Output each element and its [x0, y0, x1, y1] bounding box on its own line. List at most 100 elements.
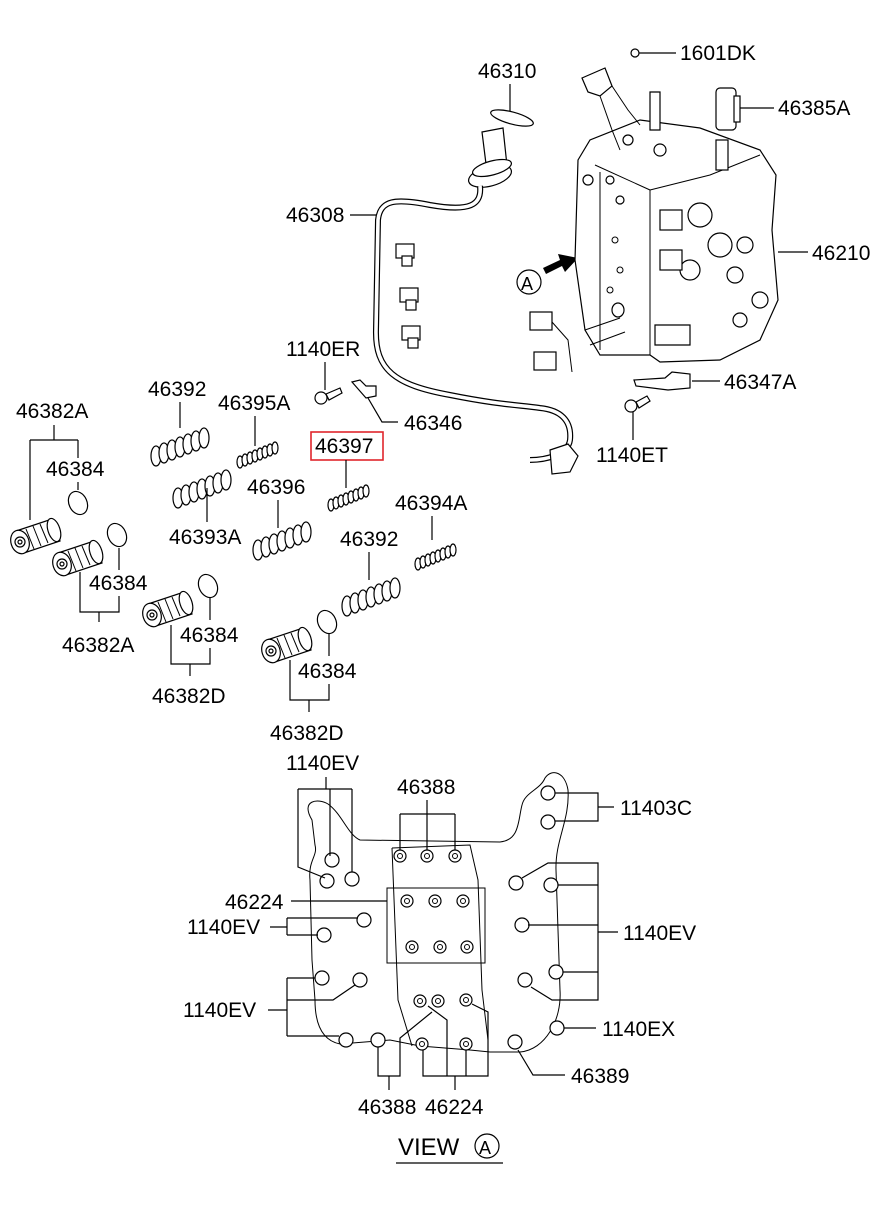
- label-46393A: 46393A: [169, 526, 241, 549]
- spring-icon: [341, 577, 401, 617]
- part-46393A[interactable]: 46393A: [169, 469, 241, 549]
- label-46382D: 46382D: [152, 685, 226, 708]
- part-46397-highlighted[interactable]: 46397: [310, 431, 384, 512]
- svg-text:A: A: [521, 274, 533, 294]
- arrow-icon: [543, 254, 578, 274]
- part-1140ER[interactable]: 1140ER: [286, 338, 360, 405]
- washer-icon: [67, 490, 89, 516]
- o-ring-icon: [490, 109, 534, 127]
- callout-46388-top[interactable]: 46388: [397, 776, 456, 850]
- label-46384: 46384: [46, 458, 105, 481]
- callout-1140EV-left1[interactable]: 1140EV: [187, 916, 358, 939]
- callout-1140EX[interactable]: 1140EX: [564, 1018, 675, 1041]
- label-46308: 46308: [286, 204, 344, 227]
- view-a-marker[interactable]: A: [516, 254, 578, 295]
- washer-icon: [316, 609, 338, 635]
- svg-text:A: A: [479, 1138, 491, 1158]
- view-a-title: VIEW A: [396, 1133, 503, 1164]
- svg-text:46388: 46388: [358, 1096, 416, 1119]
- spring-icon: [150, 427, 210, 467]
- label-46395A: 46395A: [218, 392, 290, 415]
- label-46384: 46384: [298, 660, 357, 683]
- label-46392: 46392: [148, 378, 206, 401]
- harness-connector-icon: [467, 127, 513, 188]
- bolt-head-icon: [514, 917, 530, 933]
- svg-text:1140EX: 1140EX: [602, 1018, 675, 1041]
- bolt-head-icon: [338, 1032, 354, 1048]
- part-1601DK[interactable]: 1601DK: [630, 42, 756, 65]
- spring-icon: [327, 484, 370, 512]
- callout-1140EV-left2[interactable]: 1140EV: [183, 977, 356, 1037]
- cap-icon: [715, 87, 737, 131]
- bolt-head-icon: [548, 964, 564, 980]
- svg-text:46224: 46224: [225, 891, 284, 914]
- spring-icon: [252, 521, 312, 561]
- view-a-bolts: [314, 785, 565, 1051]
- bolt-head-icon: [370, 1032, 386, 1048]
- callout-46388-bottom[interactable]: 46388: [358, 1011, 433, 1119]
- callout-1140EV-top[interactable]: 1140EV: [286, 752, 359, 879]
- part-46346[interactable]: 46346: [350, 379, 462, 435]
- washer-icon: [106, 522, 128, 548]
- callout-46224-bottom[interactable]: 46224: [422, 1003, 489, 1119]
- bolt-head-icon: [543, 877, 559, 893]
- callout-46389[interactable]: 46389: [517, 1049, 629, 1088]
- bolt-head-icon: [319, 873, 335, 889]
- bolt-head-icon: [517, 972, 533, 988]
- callout-46224-left[interactable]: 46224: [225, 891, 387, 914]
- part-46382A[interactable]: 46384 46382A: [49, 520, 148, 657]
- spring-icon: [414, 543, 457, 571]
- part-46382D[interactable]: 46384 46382D: [258, 607, 357, 745]
- label-46385A: 46385A: [778, 97, 850, 120]
- part-46395A[interactable]: 46395A: [218, 392, 290, 469]
- svg-text:1140EV: 1140EV: [286, 752, 359, 775]
- valve-body-icon: [574, 67, 779, 363]
- label-46310: 46310: [478, 60, 536, 83]
- plug-icon: [630, 48, 640, 58]
- svg-text:46224: 46224: [425, 1096, 484, 1119]
- part-46347A[interactable]: 46347A: [633, 371, 796, 394]
- bolt-head-icon: [508, 875, 524, 891]
- bolt-head-icon: [549, 1020, 565, 1036]
- svg-text:VIEW: VIEW: [398, 1134, 460, 1161]
- washer-icon: [197, 573, 219, 599]
- part-46382A[interactable]: 46382A: [7, 400, 89, 557]
- part-46382D[interactable]: 46384 46382D: [139, 571, 239, 708]
- view-a-plate: [307, 772, 569, 1053]
- label-46384: 46384: [180, 624, 239, 647]
- bolt-head-icon: [540, 814, 556, 830]
- bolt-head-icon: [314, 970, 330, 986]
- part-46385A[interactable]: 46385A: [715, 87, 850, 131]
- label-46382D: 46382D: [270, 722, 344, 745]
- detail-box: [386, 887, 486, 964]
- svg-text:1140EV: 1140EV: [187, 916, 260, 939]
- bracket-icon: [350, 379, 377, 399]
- part-46210[interactable]: 46210: [574, 67, 870, 363]
- bolt-head-icon: [356, 912, 372, 928]
- bolt-head-icon: [316, 927, 332, 943]
- svg-text:1140EV: 1140EV: [623, 922, 696, 945]
- callout-11403C[interactable]: 11403C: [555, 792, 692, 822]
- part-46396[interactable]: 46396: [247, 476, 312, 561]
- label-46396: 46396: [247, 476, 305, 499]
- part-46394A[interactable]: 46394A: [395, 492, 467, 571]
- svg-text:1140EV: 1140EV: [183, 999, 256, 1022]
- stud-icons: [393, 849, 474, 1051]
- callout-1140EV-right[interactable]: 1140EV: [521, 862, 696, 1001]
- part-46392[interactable]: 46392: [148, 378, 210, 467]
- part-46308[interactable]: 46308: [286, 127, 579, 475]
- part-1140ET[interactable]: 1140ET: [596, 395, 668, 467]
- view-a-callouts: 1140EV 46388 11403C 46224 1140EV 1140EV …: [183, 752, 696, 1119]
- part-46310[interactable]: 46310: [478, 60, 536, 129]
- label-1140ER: 1140ER: [286, 338, 360, 361]
- spring-icon: [172, 469, 232, 509]
- part-46392[interactable]: 46392: [340, 528, 401, 617]
- bolt-head-icon: [540, 785, 556, 801]
- part-46384[interactable]: 46384: [46, 458, 105, 518]
- spring-icon: [236, 441, 279, 469]
- svg-text:11403C: 11403C: [620, 797, 692, 820]
- connector-icon: [529, 311, 553, 331]
- sensor-connector-icon: [549, 443, 579, 475]
- plug-icon: [7, 516, 65, 557]
- highlight-box: [310, 431, 384, 461]
